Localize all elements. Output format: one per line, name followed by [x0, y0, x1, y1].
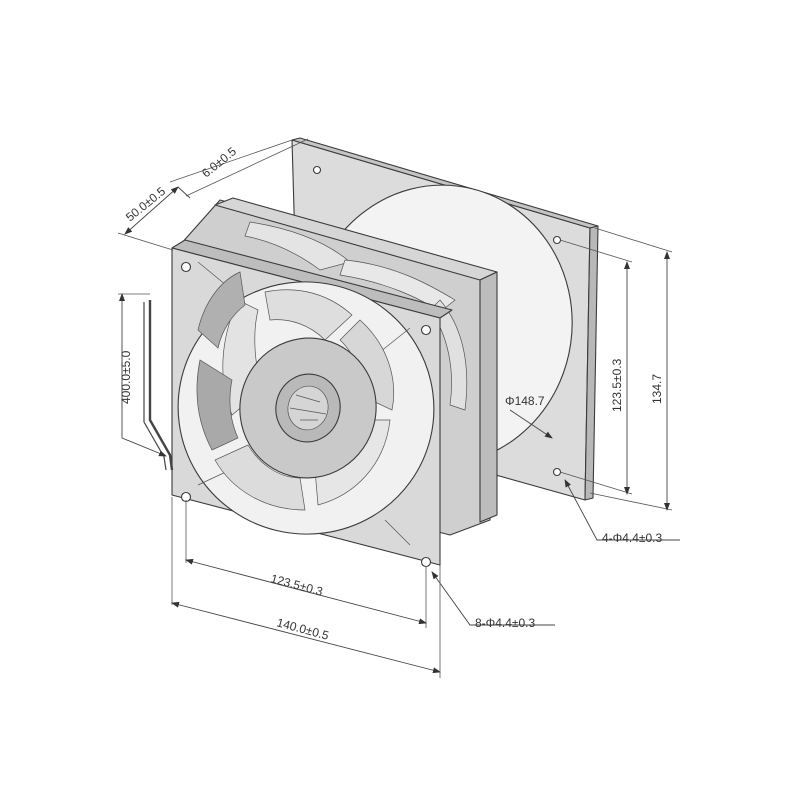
front-hole-spacing-label: 123.5±0.3 [269, 571, 324, 598]
front-hole [180, 261, 192, 273]
rear-height-label: 134.7 [650, 374, 664, 404]
cable [143, 300, 174, 471]
rear-hole [312, 165, 322, 175]
front-width-label: 140.0±0.5 [275, 615, 330, 642]
impeller [196, 271, 395, 511]
rear-hole [552, 235, 562, 245]
cable-length-dimension: 400.0±5.0 [118, 293, 167, 457]
ring-diameter-label: Φ148.7 [505, 394, 545, 408]
front-holes-label: 8-Φ4.4±0.3 [475, 616, 536, 630]
front-hole [420, 556, 432, 568]
rear-hole [552, 467, 562, 477]
front-hole [420, 324, 432, 336]
rear-hole-spacing-label: 123.5±0.3 [610, 358, 624, 412]
cable-length-label: 400.0±5.0 [119, 350, 133, 404]
flange-label: 6.0±0.5 [199, 144, 239, 180]
ring-diameter-dimension: Φ148.7 [505, 394, 553, 439]
rear-dimensions: 123.5±0.3 134.7 4-Φ4.4±0.3 [559, 227, 680, 545]
depth-label: 50.0±0.5 [123, 184, 168, 224]
rear-holes-label: 4-Φ4.4±0.3 [602, 531, 663, 545]
